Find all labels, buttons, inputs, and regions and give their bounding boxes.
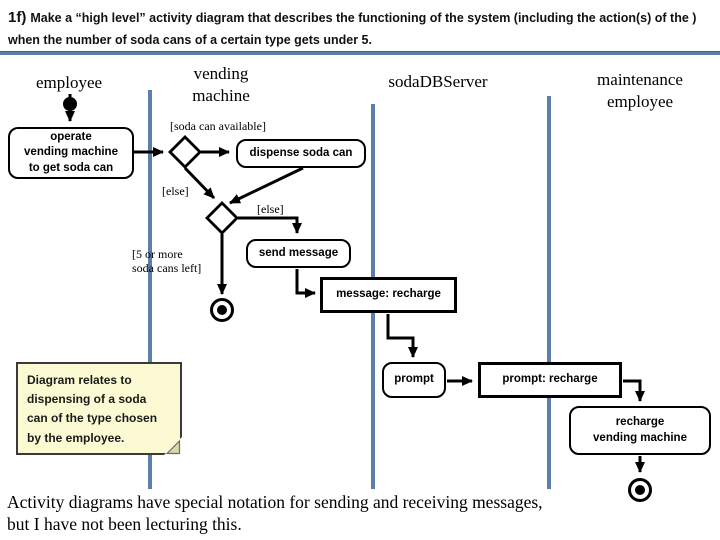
lane-header-employee: employee (35, 73, 103, 92)
lane-header-soda-db-server: sodaDBServer (388, 72, 488, 91)
action-send-message: send message (246, 239, 351, 268)
title-text: Make a “high level” activity diagram tha… (8, 11, 697, 47)
guard-soda-can-available: [soda can available] (170, 119, 266, 133)
guard-else-2: [else] (257, 202, 284, 216)
sticky-note-text: Diagram relates to dispensing of a soda … (27, 373, 158, 445)
action-recharge-vending-machine: recharge vending machine (569, 406, 711, 455)
lane-divider-1 (148, 90, 152, 489)
slide-title: 1f)Make a “high level” activity diagram … (8, 6, 712, 50)
guard-else-1: [else] (162, 184, 189, 198)
lane-header-maintenance-employee: maintenance employee (597, 70, 683, 112)
action-dispense-soda-can: dispense soda can (236, 139, 366, 168)
footer-text: Activity diagrams have special notation … (7, 492, 543, 534)
guard-five-or-more-cans: [5 or more soda cans left] (132, 247, 202, 275)
action-prompt: prompt (382, 362, 446, 398)
lane-divider-3 (547, 96, 551, 489)
title-prefix: 1f) (8, 9, 27, 26)
decision-diamond-icon (168, 135, 202, 169)
decision-diamond-icon (205, 201, 239, 235)
lane-header-vending-machine: vending machine (192, 64, 250, 106)
sticky-note: Diagram relates to dispensing of a soda … (16, 362, 182, 455)
object-message-recharge: message: recharge (320, 277, 457, 313)
header-rule (0, 51, 720, 55)
final-node-icon (210, 298, 234, 322)
note-fold-icon (164, 437, 182, 455)
object-prompt-recharge: prompt: recharge (478, 362, 622, 398)
flow-arrows (65, 94, 645, 473)
action-operate-vending-machine: operate vending machine to get soda can (8, 127, 134, 179)
final-node-icon (628, 478, 652, 502)
initial-node-icon (63, 97, 77, 111)
